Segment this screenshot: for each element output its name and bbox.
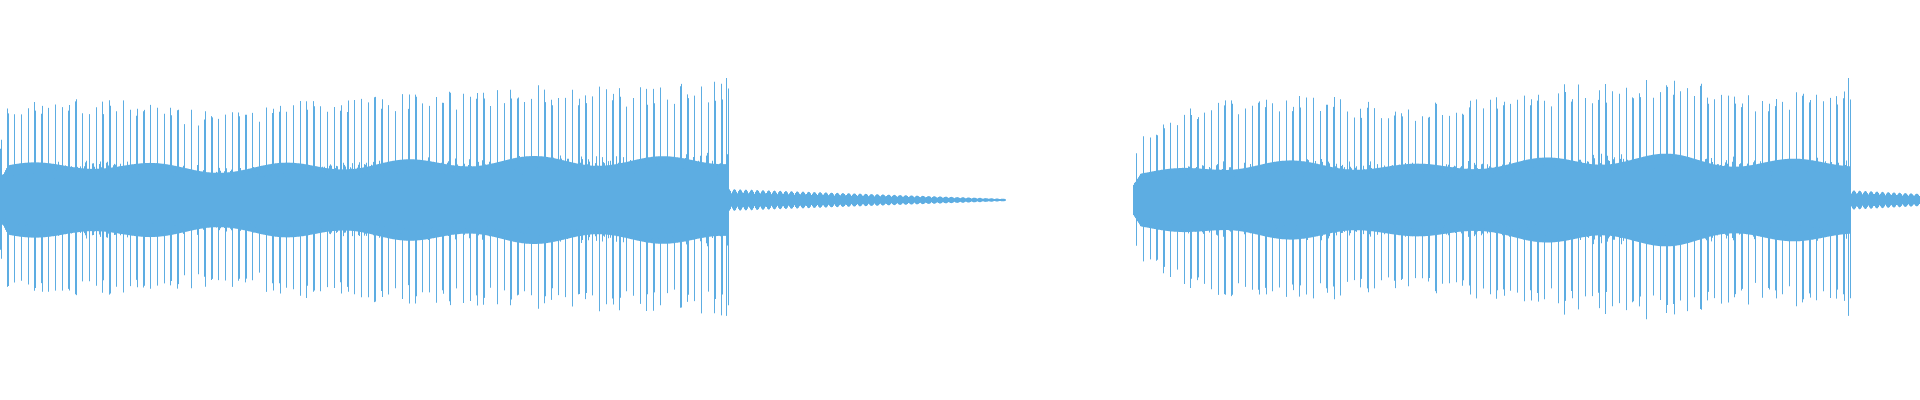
waveform-trace: [0, 78, 1920, 320]
waveform-peaks: [0, 78, 1920, 320]
